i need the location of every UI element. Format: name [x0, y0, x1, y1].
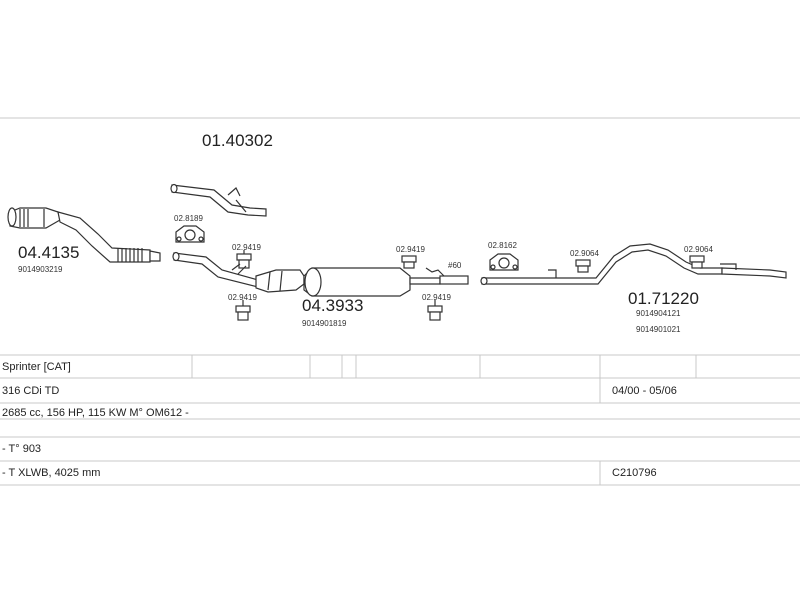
part-code-middle-silencer: 04.3933	[302, 296, 363, 315]
part-code-front-pipe-upper: 01.40302	[202, 131, 273, 150]
table-row-5-right: C210796	[612, 467, 657, 479]
table-row-2-right: 04/00 - 05/06	[612, 385, 677, 397]
catalytic-converter[interactable]	[7, 207, 161, 263]
tail-pipe[interactable]	[480, 243, 787, 286]
table-row-2-left: 316 CDi TD	[2, 385, 59, 397]
part-code-rubber-mount-1: 02.9419	[232, 243, 261, 252]
rubber-mount-2[interactable]	[235, 300, 251, 321]
table-row-1-left: Sprinter [CAT]	[2, 361, 71, 373]
front-pipe-upper[interactable]	[170, 183, 267, 217]
part-code-tail-pipe: 01.71220	[628, 289, 699, 308]
part-code-rubber-mount-4: 02.9419	[422, 293, 451, 302]
part-code-rubber-mount-5: 02.9064	[570, 249, 599, 258]
rubber-mount-6[interactable]	[689, 255, 705, 269]
rubber-mount-3[interactable]	[401, 255, 417, 269]
table-row-4-left: - T° 903	[2, 443, 41, 455]
rubber-mount-4[interactable]	[427, 300, 443, 321]
hanger-bracket[interactable]	[425, 267, 445, 277]
part-code-rubber-mount-2: 02.9419	[228, 293, 257, 302]
part-code-rubber-mount-3: 02.9419	[396, 245, 425, 254]
part-ref-middle-silencer: 9014901819	[302, 319, 347, 328]
middle-silencer[interactable]	[255, 267, 441, 297]
flange-gasket-2[interactable]	[489, 253, 519, 271]
part-code-flange-gasket: 02.8189	[174, 214, 203, 223]
flange-gasket[interactable]	[175, 225, 205, 243]
table-row-5-left: - T XLWB, 4025 mm	[2, 467, 100, 479]
rubber-mount-5[interactable]	[575, 259, 591, 273]
joint-clamp[interactable]	[439, 275, 469, 285]
joint-mark: #60	[448, 261, 462, 270]
part-code-rubber-mount-6: 02.9064	[684, 245, 713, 254]
table-row-3-left: 2685 cc, 156 HP, 115 KW M° OM612 -	[2, 407, 189, 419]
part-ref-tail-pipe-1: 9014904121	[636, 309, 681, 318]
part-code-catalytic-converter: 04.4135	[18, 243, 79, 262]
part-ref-catalytic-converter: 9014903219	[18, 265, 63, 274]
application-table	[0, 354, 800, 486]
part-code-flange-gasket-2: 02.8162	[488, 241, 517, 250]
part-ref-tail-pipe-2: 9014901021	[636, 325, 681, 334]
